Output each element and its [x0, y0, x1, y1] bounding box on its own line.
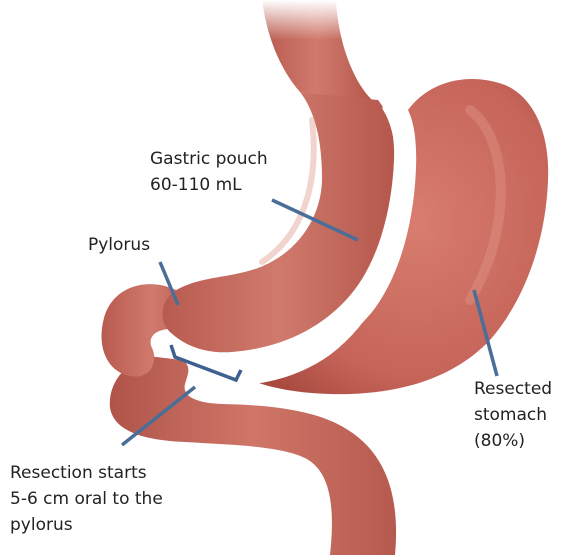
gastric-pouch: [163, 92, 395, 352]
resected-stomach: [256, 79, 548, 394]
esophagus-fade: [255, 0, 345, 40]
pylorus-label: Pylorus: [88, 232, 150, 258]
gastric-pouch-label: Gastric pouch 60-110 mL: [150, 146, 268, 198]
resection-start-label: Resection starts 5-6 cm oral to the pylo…: [10, 460, 163, 538]
resected-stomach-label: Resected stomach (80%): [474, 376, 552, 454]
